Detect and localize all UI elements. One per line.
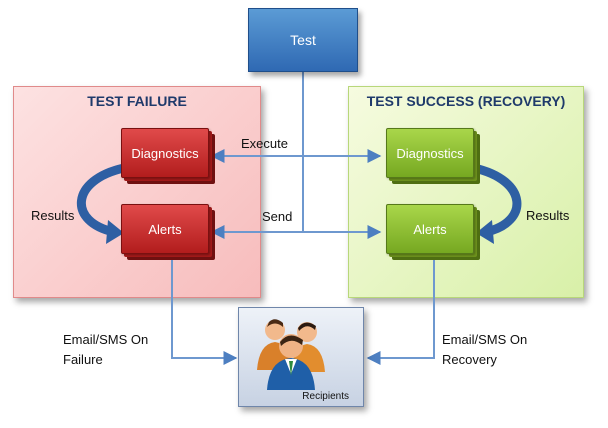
test-success-panel: TEST SUCCESS (RECOVERY) bbox=[348, 86, 584, 298]
failure-alerts-label: Alerts bbox=[121, 204, 209, 254]
failure-diagnostics-box: Diagnostics bbox=[121, 128, 215, 184]
failure-results-label: Results bbox=[31, 208, 75, 223]
test-failure-panel: TEST FAILURE bbox=[13, 86, 261, 298]
failure-email-line1: Email/SMS On bbox=[63, 332, 149, 347]
failure-email-arrow bbox=[171, 258, 238, 365]
recovery-email-label: Email/SMS On Recovery bbox=[442, 330, 527, 370]
success-alerts-box: Alerts bbox=[386, 204, 480, 260]
recovery-email-line2: Recovery bbox=[442, 352, 497, 367]
recipients-box: Recipients bbox=[238, 307, 364, 407]
failure-alerts-box: Alerts bbox=[121, 204, 215, 260]
send-label: Send bbox=[262, 209, 293, 224]
success-results-label: Results bbox=[526, 208, 570, 223]
failure-email-label: Email/SMS On Failure bbox=[63, 330, 148, 370]
test-success-title: TEST SUCCESS (RECOVERY) bbox=[366, 93, 566, 109]
people-group-icon bbox=[257, 319, 325, 390]
success-results-arrowhead bbox=[476, 220, 494, 244]
success-diagnostics-label: Diagnostics bbox=[386, 128, 474, 178]
execute-label: Execute bbox=[241, 136, 288, 151]
recovery-email-arrow bbox=[366, 258, 435, 365]
success-alerts-label: Alerts bbox=[386, 204, 474, 254]
test-box: Test bbox=[248, 8, 358, 72]
failure-results-curve bbox=[76, 163, 129, 237]
failure-email-line2: Failure bbox=[63, 352, 103, 367]
test-failure-title: TEST FAILURE bbox=[87, 93, 187, 109]
failure-results-arrowhead bbox=[106, 220, 124, 244]
success-diagnostics-box: Diagnostics bbox=[386, 128, 480, 184]
recovery-email-line1: Email/SMS On bbox=[442, 332, 528, 347]
recipients-label: Recipients bbox=[302, 391, 349, 402]
failure-diagnostics-label: Diagnostics bbox=[121, 128, 209, 178]
success-results-curve bbox=[469, 163, 522, 237]
